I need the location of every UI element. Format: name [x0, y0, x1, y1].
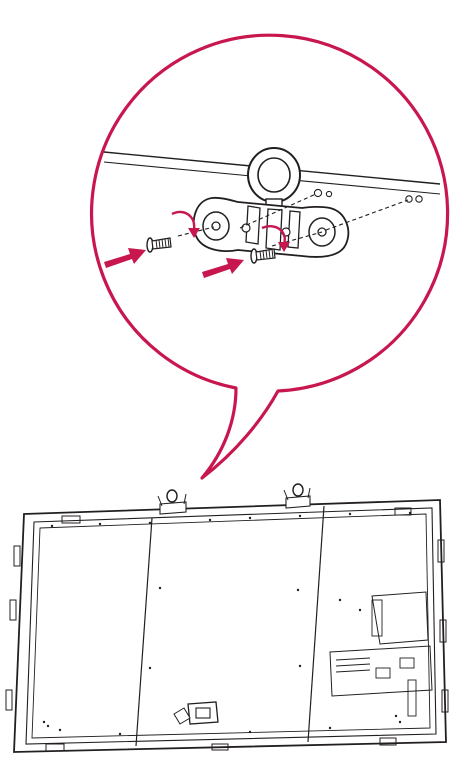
panel-eye-bolt-left	[157, 489, 187, 515]
mounting-plate	[192, 196, 350, 258]
screw-left	[146, 237, 172, 253]
push-arrow-left	[104, 248, 146, 268]
rotate-arrow-left-head	[188, 228, 200, 238]
screw-right	[250, 248, 276, 264]
rotate-arrow-right-head	[278, 242, 290, 252]
panel-screw-dots	[42, 511, 412, 736]
rotate-arrow-right	[261, 225, 286, 245]
rotate-arrow-left	[171, 210, 196, 231]
power-inlet	[173, 701, 219, 725]
panel-rear	[5, 499, 449, 753]
push-arrow-right	[202, 258, 244, 278]
panel-holes	[313, 188, 423, 203]
panel-eye-bolt-right	[283, 483, 311, 509]
